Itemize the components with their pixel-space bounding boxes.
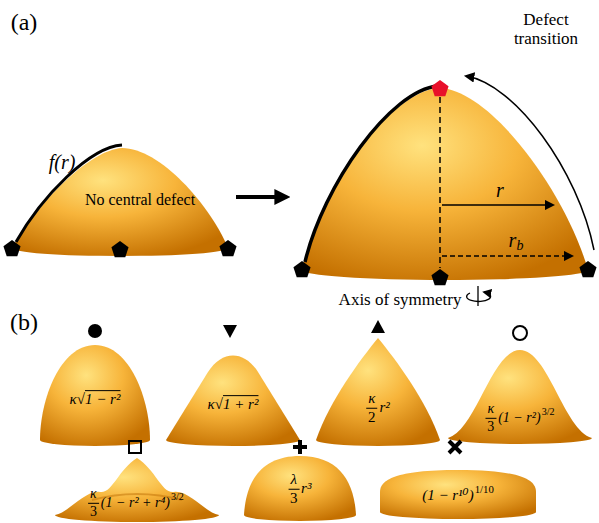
formula: κ√1 − r² <box>70 392 121 408</box>
formula-text: κ√ <box>70 392 85 408</box>
formula-part: (1 − r² + r⁴) <box>101 496 170 511</box>
formula-part: κ√ <box>70 392 85 408</box>
formula: κ√1 + r² <box>208 397 259 413</box>
surface-paraboloid <box>316 338 440 446</box>
surface-cubic <box>244 456 356 521</box>
tall-dome <box>302 88 588 280</box>
axis-label: Axis of symmetry <box>339 291 462 310</box>
surface-hyperboloid <box>166 356 300 447</box>
formula-text: (1 − r¹⁰) <box>422 488 473 504</box>
formula-text: 1 − r² <box>85 392 120 408</box>
formula-text: b <box>516 238 523 253</box>
surface-disc <box>380 470 536 519</box>
formula-part: κ√ <box>208 397 223 413</box>
fraction: λ3 <box>289 472 300 507</box>
radius-arrow <box>442 204 553 206</box>
numerator: κ <box>88 487 99 504</box>
formula-part: 3/2 <box>541 413 555 424</box>
surface-bell <box>448 350 592 444</box>
fraction: κ3 <box>485 402 496 434</box>
transition-label: Defect transition <box>505 11 587 48</box>
formula-text: 3 <box>290 490 298 507</box>
defect-pentagon <box>293 261 310 277</box>
formula-text: κ√ <box>208 397 223 413</box>
defect-transition-arrow <box>466 76 594 250</box>
formula: rb <box>509 230 524 251</box>
formula-text: r³ <box>301 481 311 497</box>
function-label: f(r) <box>49 151 76 173</box>
denominator: 2 <box>368 409 376 426</box>
formula: κ3(1 − r²)3/2 <box>485 402 554 434</box>
panel-label: (b) <box>10 309 38 335</box>
formula: (1 − r¹⁰)1/10 <box>422 488 494 504</box>
cross-symbol <box>449 441 461 453</box>
central-defect <box>431 80 448 96</box>
formula-part: 1 − r² <box>85 392 120 408</box>
up-triangle-symbol <box>371 320 385 333</box>
formula-text: (1 − r² + r⁴) <box>101 496 170 511</box>
formula-part: r <box>509 230 517 251</box>
defect-pentagon <box>111 241 128 257</box>
formula-part: b <box>516 233 523 248</box>
formula-text: κ <box>88 487 99 504</box>
defect-pentagon <box>219 240 236 256</box>
formula-part: (1 − r¹⁰) <box>422 488 473 504</box>
formula-part: r³ <box>301 481 311 497</box>
formula-part: (1 − r²) <box>498 411 540 426</box>
formula-text: 1 + r² <box>223 397 258 413</box>
formula-text: 3 <box>90 504 97 520</box>
panel-label: (a) <box>11 9 38 35</box>
formula-text: 3/2 <box>171 492 184 503</box>
radius-label: r <box>496 179 504 201</box>
base-radius-arrow <box>442 255 572 257</box>
formula: κ3(1 − r² + r⁴)3/2 <box>88 487 184 519</box>
transition-arrow <box>236 195 284 199</box>
formula-text: 3/2 <box>542 407 555 418</box>
fraction: κ2 <box>366 391 377 426</box>
surface-ring <box>55 458 219 522</box>
formula: κ2r² <box>366 391 390 426</box>
state-label: No central defect <box>85 191 195 209</box>
denominator: 3 <box>290 490 298 507</box>
formula-text: r <box>509 230 517 251</box>
surface-circle <box>40 345 150 446</box>
formula-part: 3/2 <box>170 498 184 509</box>
open-circle-symbol <box>513 326 527 340</box>
down-triangle-symbol <box>223 325 237 338</box>
defect-pentagon <box>579 261 596 277</box>
numerator: κ <box>485 402 496 419</box>
numerator: λ <box>289 472 300 490</box>
open-square-symbol <box>129 441 141 453</box>
formula-text: (1 − r²) <box>498 411 540 426</box>
denominator: 3 <box>487 419 494 435</box>
filled-circle-symbol <box>88 324 102 338</box>
denominator: 3 <box>90 504 97 520</box>
formula-text: κ <box>366 391 377 409</box>
fraction: κ3 <box>88 487 99 519</box>
plus-symbol <box>293 440 307 454</box>
formula-text: 1/10 <box>475 484 494 495</box>
formula-part: 1 + r² <box>223 397 258 413</box>
defect-pentagon <box>3 240 20 256</box>
formula-text: λ <box>289 472 300 490</box>
formula-part: 1/10 <box>474 490 494 501</box>
defect-pentagon <box>431 269 448 285</box>
formula-text: r² <box>379 400 389 416</box>
formula-text: 3 <box>487 419 494 435</box>
profile-curve <box>305 86 438 262</box>
formula-text: κ <box>485 402 496 419</box>
formula-part: r² <box>379 400 389 416</box>
formula: λ3r³ <box>289 472 312 507</box>
numerator: κ <box>366 391 377 409</box>
formula-text: 2 <box>368 409 376 426</box>
rotation-axis <box>477 286 478 306</box>
symmetry-axis <box>439 97 441 268</box>
